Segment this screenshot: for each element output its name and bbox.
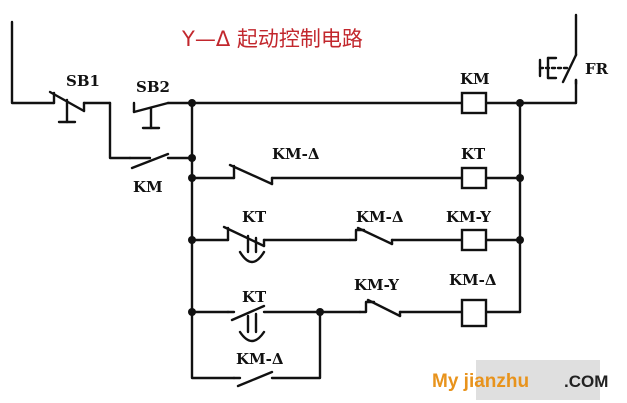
kt-delay-contact-1: [222, 225, 266, 264]
km-delta-contact-3-label: KM-Δ: [236, 350, 284, 368]
km-delta-contact-1-label: KM-Δ: [272, 145, 320, 163]
wiring: [10, 13, 578, 380]
km-delta-nc-contact-2: [348, 226, 394, 246]
km-delta-contact-2-label: KM-Δ: [356, 208, 404, 226]
kt-coil: [460, 166, 488, 190]
kt-coil-label: KT: [461, 145, 486, 163]
km-y-contact-label: KM-Y: [354, 276, 399, 294]
kt-delay-contact-2: [226, 304, 266, 343]
kt-contact-1-label: KT: [242, 208, 267, 226]
km-delta-no-contact: [232, 370, 274, 388]
sb2-start-button: [132, 101, 170, 130]
km-aux-contact: [128, 152, 170, 170]
km-delta-coil-label: KM-Δ: [449, 271, 497, 289]
km-y-coil-label: KM-Y: [446, 208, 491, 226]
km-aux-label: KM: [133, 178, 163, 196]
km-y-coil: [460, 228, 488, 252]
fr-label: FR: [585, 60, 609, 78]
km-delta-coil: [460, 298, 488, 328]
km-coil-label: KM: [460, 70, 490, 88]
km-coil: [460, 91, 488, 115]
fr-thermal-relay: [538, 53, 578, 86]
watermark-brand: My jianzhu: [432, 371, 529, 392]
diagram-title: Y—Δ 起动控制电路: [181, 27, 363, 51]
watermark: My jianzhu .COM: [432, 360, 608, 400]
sb1-stop-button: [48, 90, 86, 124]
watermark-backdrop: [476, 360, 600, 400]
sb2-label: SB2: [136, 78, 170, 96]
kt-contact-2-label: KT: [242, 288, 267, 306]
watermark-suffix: .COM: [564, 372, 608, 391]
junction-dots: [188, 99, 524, 316]
km-y-nc-contact: [358, 298, 402, 318]
km-delta-nc-contact-1: [228, 163, 274, 186]
sb1-label: SB1: [66, 72, 100, 90]
